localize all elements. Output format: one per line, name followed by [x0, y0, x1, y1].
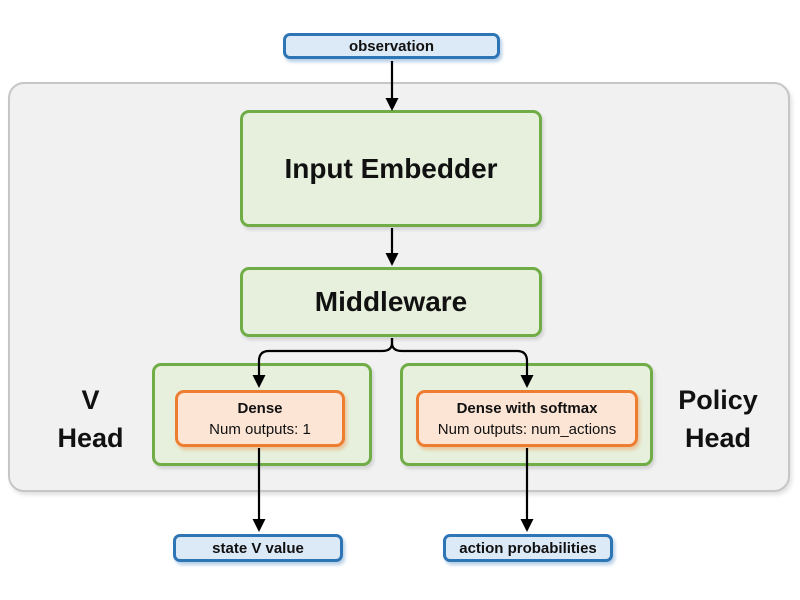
input-embedder-label: Input Embedder — [284, 152, 498, 184]
v-head-label: V Head — [28, 381, 153, 457]
input-embedder-node: Input Embedder — [240, 110, 542, 227]
middleware-label: Middleware — [314, 286, 468, 317]
action-probabilities-label: action probabilities — [459, 539, 597, 557]
action-probabilities-node: action probabilities — [443, 534, 613, 562]
dense-softmax-node: Dense with softmax Num outputs: num_acti… — [416, 390, 638, 447]
middleware-node: Middleware — [240, 267, 542, 337]
dense-title: Dense — [237, 399, 283, 417]
v-head-label-line2: Head — [57, 423, 124, 453]
observation-label: observation — [348, 37, 435, 55]
dense-softmax-title: Dense with softmax — [456, 399, 598, 417]
state-v-value-label: state V value — [212, 539, 304, 557]
dense-softmax-subtitle: Num outputs: num_actions — [437, 420, 617, 438]
state-v-value-node: state V value — [173, 534, 343, 562]
dense-subtitle: Num outputs: 1 — [209, 420, 311, 438]
policy-head-label: Policy Head — [653, 381, 783, 457]
observation-node: observation — [283, 33, 500, 59]
dense-node: Dense Num outputs: 1 — [175, 390, 345, 447]
policy-head-label-line1: Policy — [678, 385, 758, 415]
arrowhead-icon — [520, 519, 534, 532]
arrowhead-icon — [252, 519, 266, 532]
policy-head-label-line2: Head — [684, 423, 752, 453]
v-head-label-line1: V — [81, 385, 100, 415]
